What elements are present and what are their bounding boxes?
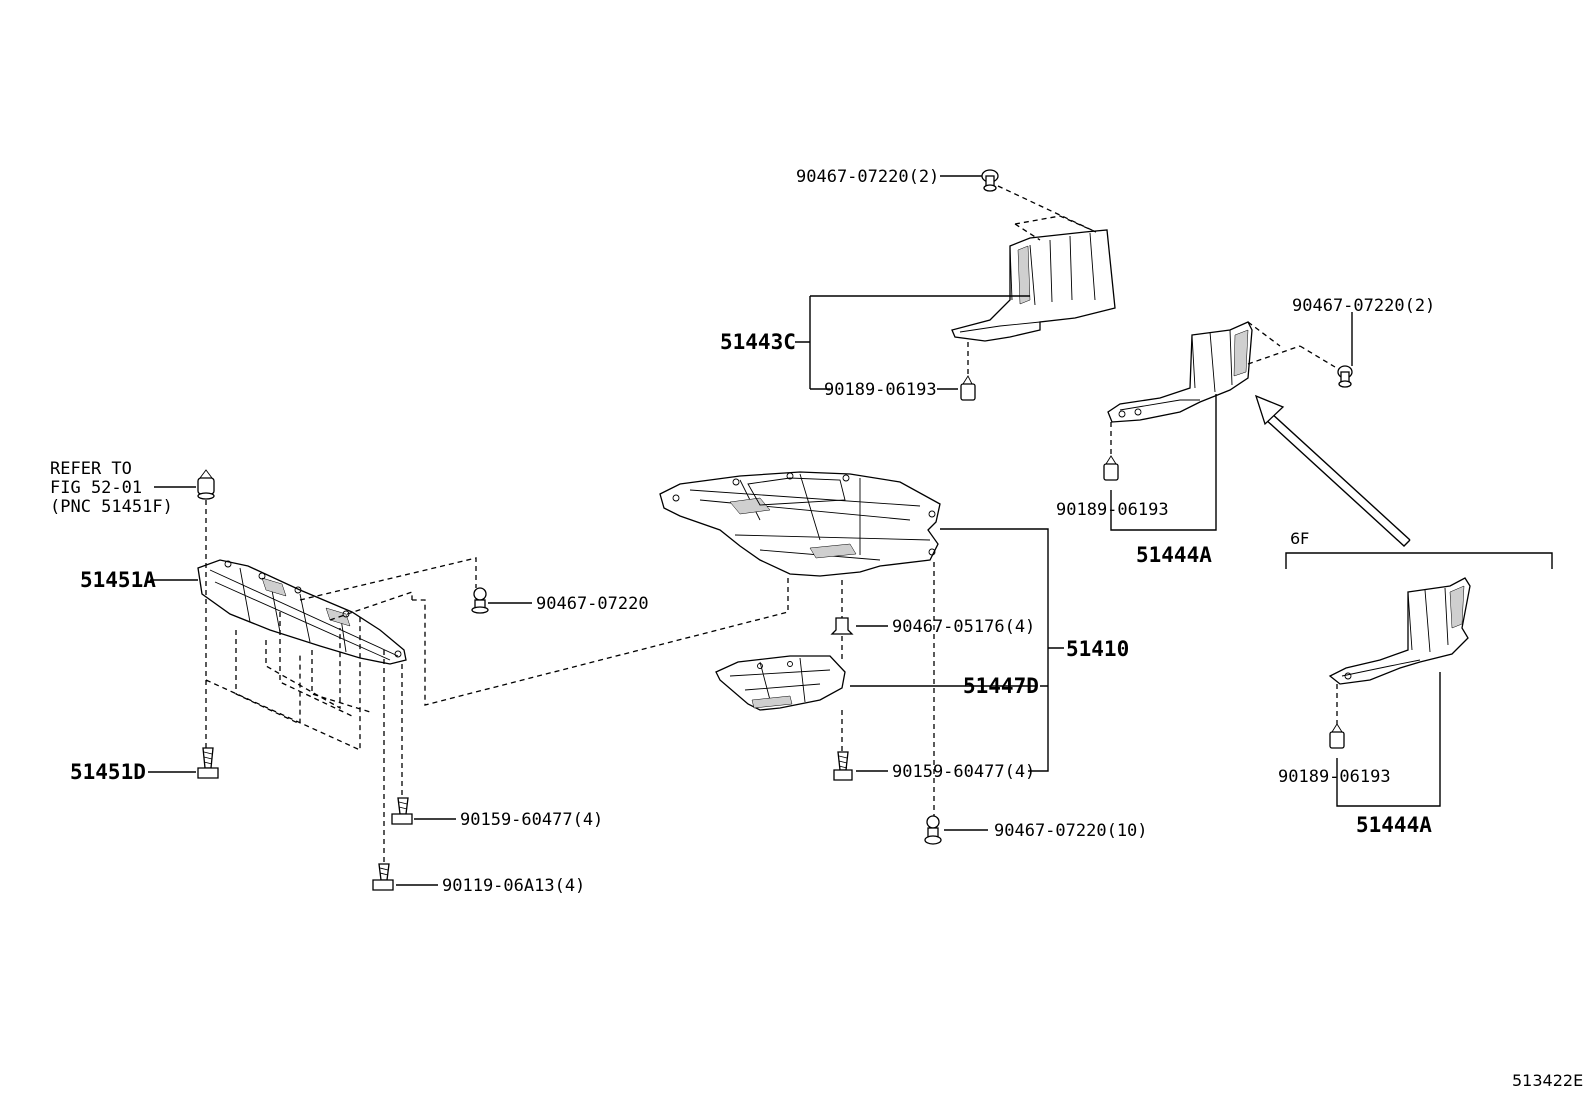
- bracket-51443c: [795, 295, 1030, 390]
- shield-51443c: [951, 229, 1116, 342]
- figure-code: 513422E: [1512, 1071, 1583, 1090]
- bolt-90159-60477-4-center: [833, 751, 853, 781]
- label-90189-06193-top: 90189-06193: [824, 380, 937, 400]
- bracket-51444a-right: [1336, 672, 1441, 807]
- label-90467-07220-2-top: 90467-07220(2): [796, 167, 939, 187]
- label-90159-60477-4-left: 90159-60477(4): [460, 810, 603, 830]
- label-refer-line3: (PNC 51451F): [50, 497, 173, 517]
- label-51410: 51410: [1066, 637, 1129, 661]
- bracket-6f: [1285, 552, 1553, 569]
- leader-left-dashes: [205, 500, 477, 864]
- leader-center-fasteners: [841, 562, 935, 816]
- leader-right-clip: [1247, 321, 1336, 368]
- clip-90467-05176-4: [830, 617, 854, 635]
- label-51451a: 51451A: [80, 568, 156, 592]
- label-6f: 6F: [1290, 529, 1309, 548]
- bracket-51410: [940, 528, 1064, 772]
- label-90467-07220-left: 90467-07220: [536, 594, 649, 614]
- leader-center-to-left: [412, 578, 789, 706]
- cover-51410: [659, 471, 941, 577]
- label-90159-60477-4-center: 90159-60477(4): [892, 762, 1035, 782]
- clip-90467-07220-top: [981, 169, 999, 192]
- bolt-90119-06a13-4: [372, 863, 394, 891]
- label-90467-05176-4: 90467-05176(4): [892, 617, 1035, 637]
- nut-90189-06193-top: [960, 375, 976, 401]
- label-51447d: 51447D: [963, 674, 1039, 698]
- clip-90467-07220-right: [1337, 365, 1353, 388]
- nut-90189-06193-mid: [1103, 455, 1119, 481]
- panel-51447d: [715, 655, 846, 711]
- label-51444a-right: 51444A: [1356, 813, 1432, 837]
- clip-90467-07220-10: [924, 815, 942, 845]
- label-51451d: 51451D: [70, 760, 146, 784]
- shield-51444a-upper: [1107, 321, 1253, 423]
- label-51443c: 51443C: [720, 330, 796, 354]
- bolt-90159-60477-4-left: [391, 797, 413, 825]
- cover-51451a: [197, 559, 407, 665]
- clip-90467-07220-left: [471, 587, 489, 614]
- label-90467-07220-10: 90467-07220(10): [994, 821, 1148, 841]
- label-90467-07220-2-right: 90467-07220(2): [1292, 296, 1435, 316]
- bolt-51451d: [197, 747, 219, 779]
- label-90119-06a13-4: 90119-06A13(4): [442, 876, 585, 896]
- leader-top-clip: [997, 185, 1097, 241]
- shield-51444a-lower: [1328, 577, 1471, 685]
- label-51444a-mid: 51444A: [1136, 543, 1212, 567]
- label-refer-line1: REFER TO: [50, 459, 132, 479]
- label-90189-06193-mid: 90189-06193: [1056, 500, 1169, 520]
- nut-90189-06193-right: [1329, 723, 1345, 749]
- clip-51451f-ref: [197, 469, 215, 500]
- label-refer-line2: FIG 52-01: [50, 478, 142, 498]
- arrow-indicator: [1254, 394, 1411, 547]
- label-90189-06193-right: 90189-06193: [1278, 767, 1391, 787]
- bracket-51444a-mid: [1110, 394, 1217, 531]
